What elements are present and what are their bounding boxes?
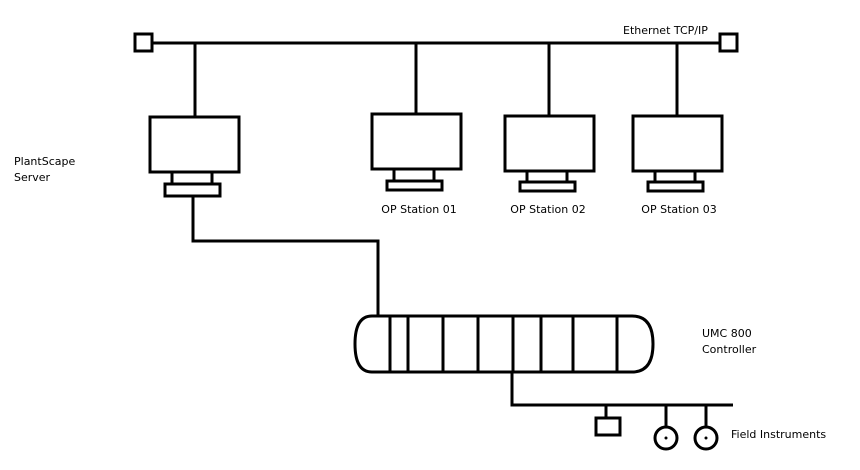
- server-label-line2: Server: [14, 171, 51, 184]
- field-gauge-icon-1: [653, 425, 679, 451]
- controller-label-line2: Controller: [702, 343, 757, 356]
- server-label-line1: PlantScape: [14, 155, 76, 168]
- controller-rack-icon: [353, 314, 655, 374]
- server-controller-link: [191, 196, 380, 316]
- op-station-01-label: OP Station 01: [381, 203, 457, 216]
- op-station-02-label: OP Station 02: [510, 203, 586, 216]
- op-station-02-computer-icon: [503, 114, 596, 193]
- op-station-03-label: OP Station 03: [641, 203, 717, 216]
- server-label: PlantScape Server: [14, 154, 75, 186]
- op-station-01-computer-icon: [370, 112, 463, 192]
- field-gauge-icon-2: [693, 425, 719, 451]
- ethernet-label: Ethernet TCP/IP: [623, 24, 708, 37]
- controller-label-line1: UMC 800: [702, 327, 752, 340]
- bus-terminator-right: [718, 32, 739, 53]
- bus-terminator-left: [133, 32, 154, 53]
- server-computer-icon: [148, 115, 241, 198]
- op-station-03-computer-icon: [631, 114, 724, 193]
- controller-label: UMC 800 Controller: [702, 326, 756, 358]
- field-transmitter-icon: [594, 416, 622, 437]
- field-bus-line: [510, 372, 733, 407]
- field-instruments-label: Field Instruments: [731, 428, 827, 441]
